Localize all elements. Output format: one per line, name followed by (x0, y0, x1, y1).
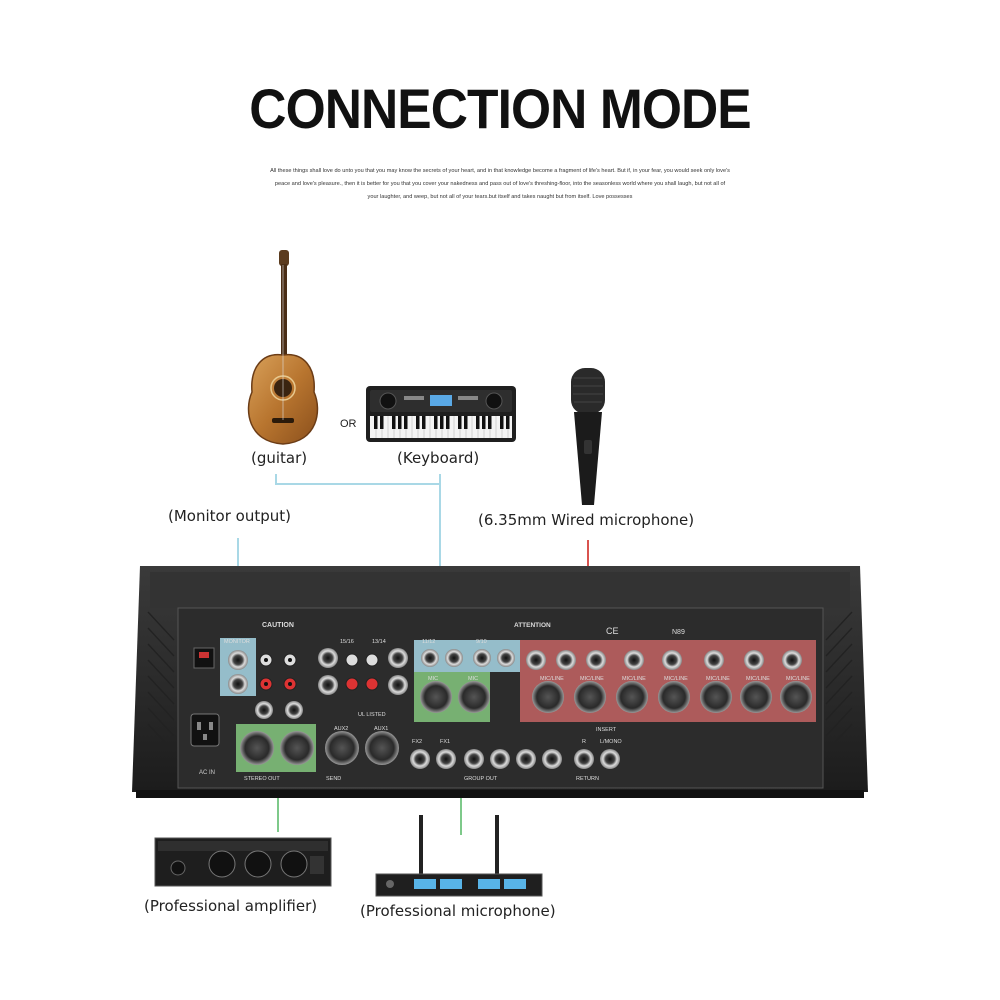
description-line: peace and love's pleasure., then it is b… (274, 181, 726, 187)
description-line: All these things shall love do unto you … (270, 168, 730, 174)
l-mono-label: L/MONO (600, 739, 622, 745)
amplifier-label: (Professional amplifier) (144, 897, 318, 915)
ch-13-14-label: 13/14 (372, 639, 386, 645)
mic-line-label: MIC/LINE (786, 676, 810, 682)
keyboard-icon (366, 386, 516, 442)
mic-line-label: MIC/LINE (706, 676, 730, 682)
group-out-label: GROUP OUT (464, 776, 498, 782)
return-label: RETURN (576, 776, 599, 782)
mic-line-label: MIC/LINE (664, 676, 688, 682)
amplifier-icon (154, 837, 332, 887)
description-text: All these things shall love do unto you … (250, 165, 750, 204)
ch-11-12-label: 11/12 (422, 639, 435, 645)
n89-label: N89 (672, 629, 685, 636)
stereo-out-label: STEREO OUT (244, 776, 280, 782)
description-line: your laughter, and weep, but not all of … (367, 194, 633, 200)
microphone-icon (571, 368, 605, 505)
caution-label: CAUTION (262, 622, 294, 629)
ul-listed-label: UL LISTED (358, 712, 386, 718)
aux2-label: AUX2 (334, 726, 348, 732)
mic-line-label: MIC/LINE (746, 676, 770, 682)
ch-9-10-label: 9/10 (476, 639, 487, 645)
mic-line-label: MIC/LINE (622, 676, 646, 682)
ch-15-16-label: 15/16 (340, 639, 354, 645)
or-label: OR (340, 418, 357, 430)
monitor-output-label: (Monitor output) (168, 507, 291, 525)
page-title: CONNECTION MODE (249, 77, 751, 140)
wireless-receiver-icon (375, 815, 543, 897)
fx1-label: FX1 (440, 739, 450, 745)
wired-microphone-label: (6.35mm Wired microphone) (478, 511, 695, 529)
keyboard-label: (Keyboard) (397, 449, 480, 467)
ac-in-label: AC IN (199, 770, 215, 776)
mic-label: MIC (428, 676, 438, 682)
mic-line-label: MIC/LINE (580, 676, 604, 682)
guitar-icon (247, 250, 319, 445)
ce-label: CE (606, 626, 619, 636)
mixer-rear-panel: AC IN (132, 566, 868, 798)
mic-line-label: MIC/LINE (540, 676, 564, 682)
mic-label: MIC (468, 676, 478, 682)
r-label: R (582, 739, 586, 745)
monitor-label: MONITOR (224, 639, 250, 645)
attention-label: ATTENTION (514, 622, 551, 629)
insert-label: INSERT (596, 727, 617, 733)
send-label: SEND (326, 776, 341, 782)
fx2-label: FX2 (412, 739, 422, 745)
aux1-label: AUX1 (374, 726, 388, 732)
guitar-label: (guitar) (251, 449, 308, 467)
pro-microphone-label: (Professional microphone) (360, 902, 556, 920)
